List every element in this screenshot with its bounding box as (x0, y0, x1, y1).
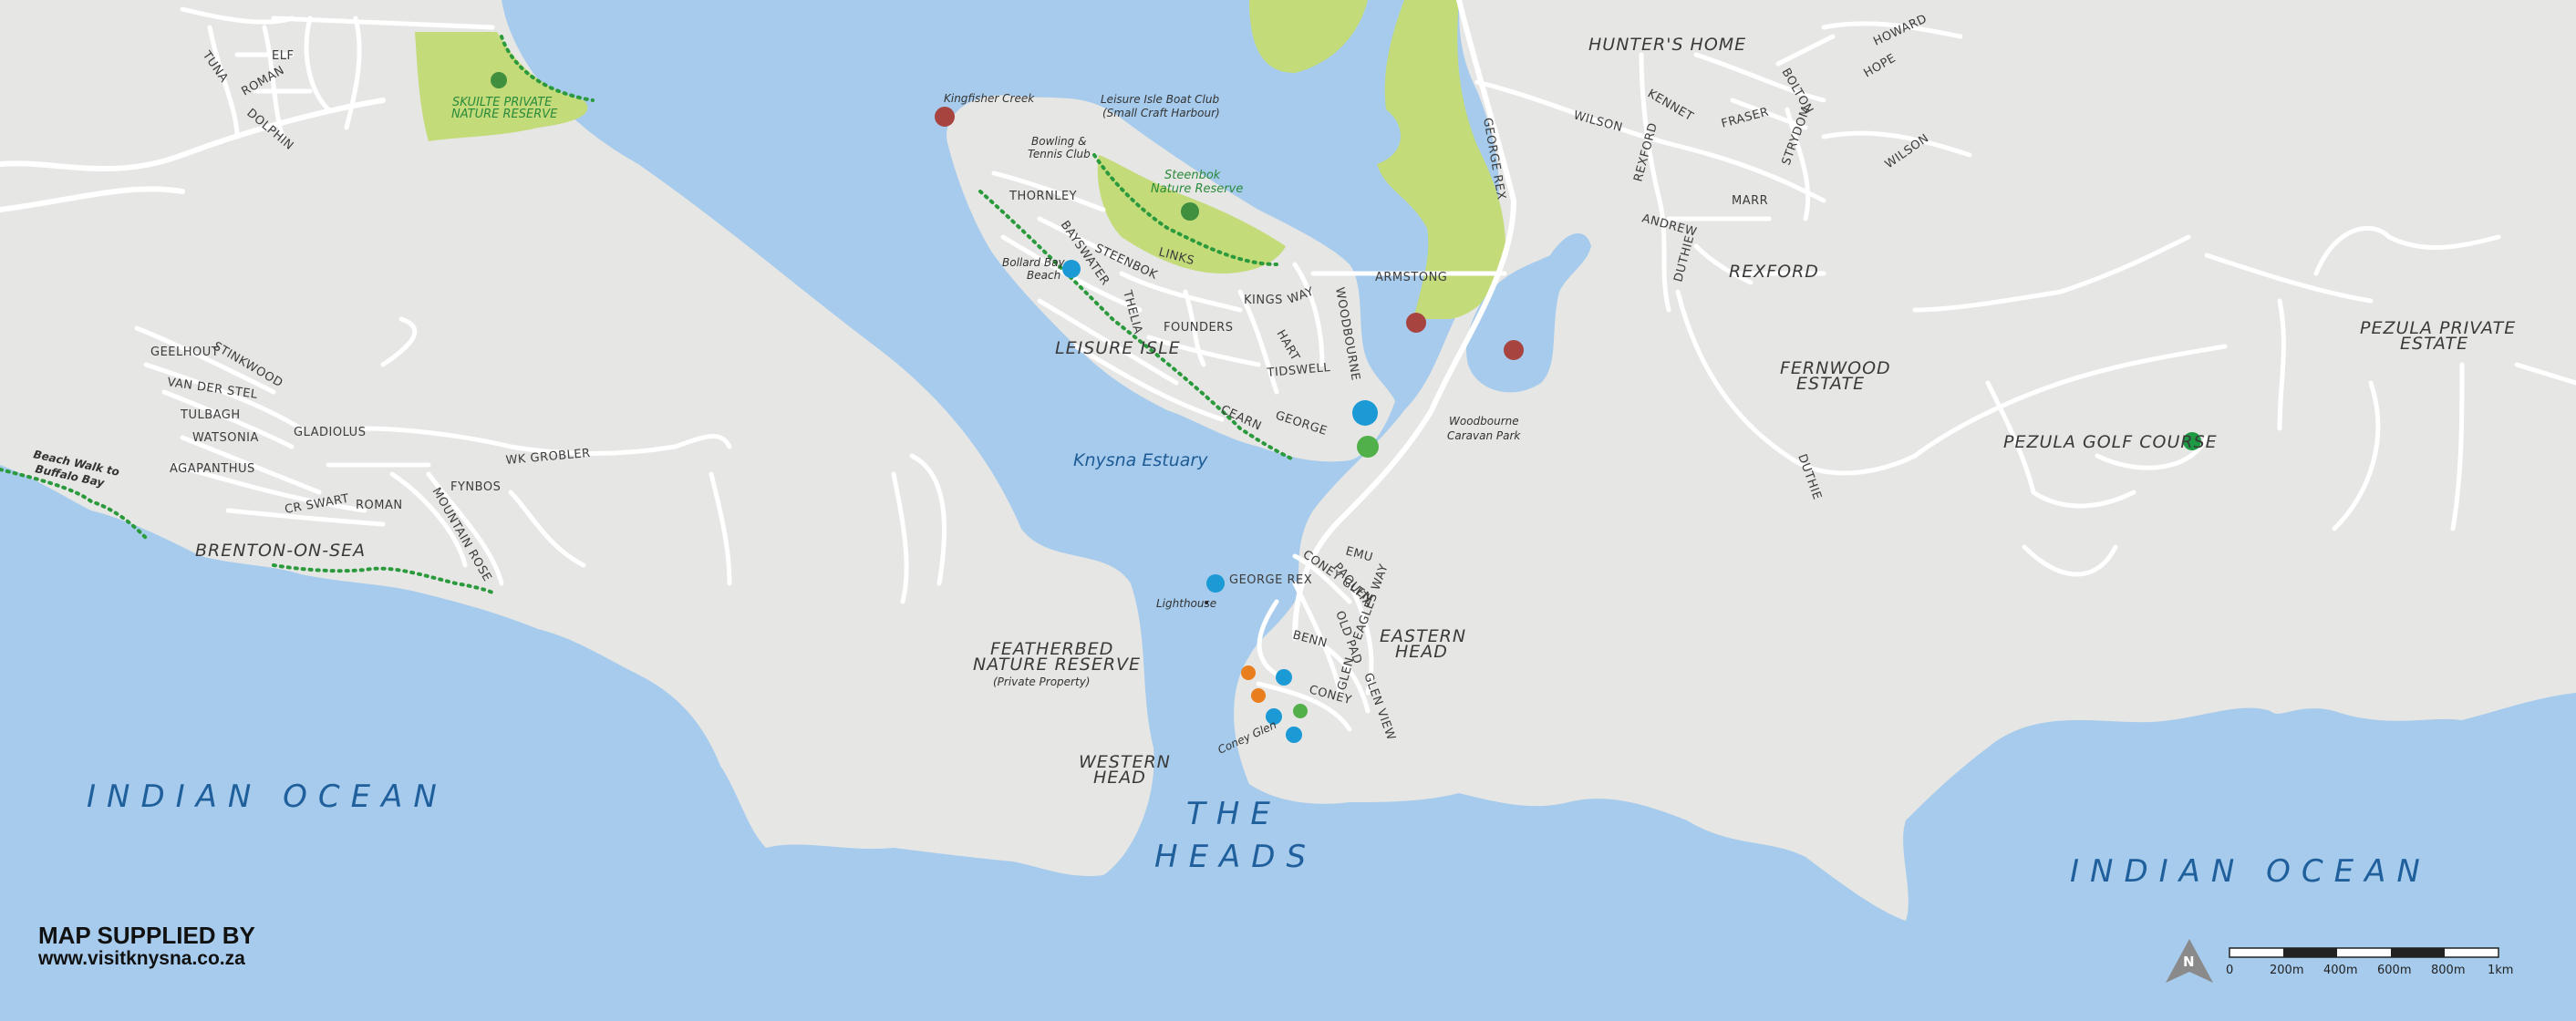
street-elf: ELF (272, 49, 294, 63)
label-bowling: Bowling & (1031, 135, 1086, 148)
north-label: N (2183, 954, 2195, 970)
label-boat-club: Leisure Isle Boat Club (1101, 93, 1219, 106)
label-featherbed-2: NATURE RESERVE (973, 655, 1141, 675)
label-pezula-golf: PEZULA GOLF COURSE (2003, 432, 2218, 452)
street-tidswell: TIDSWELL (1266, 361, 1331, 380)
credit-title: MAP SUPPLIED BY (38, 922, 255, 949)
label-hunters-home: HUNTER'S HOME (1588, 35, 1746, 55)
label-rexford: REXFORD (1729, 262, 1819, 282)
water-labels: Knysna Estuary INDIAN OCEAN INDIAN OCEAN (87, 450, 2431, 890)
nature-reserve-icon[interactable] (491, 72, 507, 88)
label-knysna-estuary: Knysna Estuary (1073, 450, 1208, 470)
fishing-icon[interactable] (1504, 340, 1524, 360)
street-tulbagh: TULBAGH (180, 408, 241, 422)
label-fernwood-estate: ESTATE (1796, 374, 1865, 394)
golf-icon[interactable] (2183, 432, 2201, 450)
label-steenbok-reserve: Nature Reserve (1151, 182, 1243, 196)
place-labels: HUNTER'S HOME REXFORD FERNWOOD ESTATE PE… (195, 35, 2516, 875)
scale-1km: 1km (2488, 964, 2513, 977)
label-skuilte: SKUILTE PRIVATE (452, 96, 553, 109)
street-roman-s: ROMAN (356, 499, 403, 512)
label-brenton: BRENTON-ON-SEA (195, 541, 366, 561)
label-western-head-2: HEAD (1093, 768, 1146, 788)
street-armstong: ARMSTONG (1375, 271, 1447, 284)
fishing-icon[interactable] (1406, 313, 1426, 333)
label-indian-ocean-east: INDIAN OCEAN (2070, 853, 2431, 890)
street-founders: FOUNDERS (1164, 321, 1233, 335)
green-strip-east (1377, 0, 1505, 319)
beach-icon[interactable] (1266, 708, 1282, 725)
label-the-heads: THE (1186, 796, 1281, 832)
label-private-property: (Private Property) (993, 676, 1090, 688)
leisure-isle-island (947, 95, 1395, 462)
label-pezula-estate-2: ESTATE (2400, 334, 2468, 354)
label-lighthouse: Lighthouse (1156, 597, 1216, 610)
beach-icon[interactable] (1206, 574, 1225, 593)
label-bollard-beach: Beach (1027, 269, 1060, 282)
road-network (0, 0, 2576, 732)
street-marr: MARR (1732, 194, 1768, 208)
poi-markers (491, 72, 2201, 743)
label-woodbourne: Woodbourne (1449, 415, 1519, 428)
credit-url[interactable]: www.visitknysna.co.za (38, 948, 245, 969)
label-small-craft: (Small Craft Harbour) (1102, 107, 1220, 119)
scale-400: 400m (2323, 964, 2357, 977)
parking-icon[interactable] (1286, 727, 1302, 743)
label-heads: HEADS (1154, 839, 1317, 875)
label-kingfisher: Kingfisher Creek (944, 92, 1035, 105)
walking-trails (0, 35, 1297, 594)
scale-200: 200m (2270, 964, 2303, 977)
picnic-icon[interactable] (1357, 436, 1379, 458)
label-featherbed: FEATHERBED (990, 639, 1113, 659)
label-tennis: Tennis Club (1028, 148, 1091, 160)
label-caravan-park: Caravan Park (1447, 429, 1521, 442)
scale-800: 800m (2431, 964, 2465, 977)
label-leisure-isle: LEISURE ISLE (1055, 338, 1181, 358)
lighthouse-icon (1205, 601, 1208, 604)
picnic-icon[interactable] (1293, 704, 1308, 718)
label-western-head: WESTERN (1079, 752, 1171, 772)
restaurant-icon[interactable] (1241, 665, 1256, 680)
scale-0: 0 (2226, 964, 2233, 977)
street-gladiolus: GLADIOLUS (294, 426, 366, 439)
street-agapanthus: AGAPANTHUS (170, 462, 255, 476)
woodbourne-lagoon (1466, 233, 1591, 393)
street-fynbos: FYNBOS (450, 480, 501, 494)
label-eastern-head-2: HEAD (1395, 642, 1448, 662)
restaurant-icon[interactable] (1251, 688, 1266, 703)
label-pezula-estate: PEZULA PRIVATE (2360, 318, 2516, 338)
label-skuilte-reserve: NATURE RESERVE (451, 108, 558, 121)
label-bollard: Bollard Bay (1002, 256, 1066, 269)
parking-icon[interactable] (1276, 669, 1292, 686)
label-steenbok: Steenbok (1164, 169, 1221, 182)
street-geelhout: GEELHOUT (150, 345, 219, 359)
green-strip-north (1249, 0, 1368, 73)
street-watsonia: WATSONIA (192, 431, 259, 445)
fishing-icon[interactable] (935, 107, 955, 127)
north-arrow-icon (2166, 939, 2213, 983)
label-fernwood: FERNWOOD (1780, 358, 1891, 378)
street-george-rex-s: GEORGE REX (1229, 573, 1312, 587)
map-credit: MAP SUPPLIED BY www.visitknysna.co.za (38, 923, 255, 970)
label-indian-ocean-west: INDIAN OCEAN (87, 779, 448, 815)
nature-reserve-icon[interactable] (1181, 202, 1199, 221)
west-landmass (0, 0, 1154, 877)
scale-bar: 0 200m 400m 600m 800m 1km (2226, 947, 2513, 977)
beach-icon[interactable] (1062, 260, 1081, 278)
parking-icon[interactable] (1352, 400, 1378, 426)
street-kings: KINGS (1244, 294, 1283, 307)
label-eastern-head: EASTERN (1380, 626, 1466, 646)
north-arrow: N (2166, 939, 2213, 983)
street-thornley: THORNLEY (1009, 190, 1077, 203)
scale-600: 600m (2377, 964, 2411, 977)
